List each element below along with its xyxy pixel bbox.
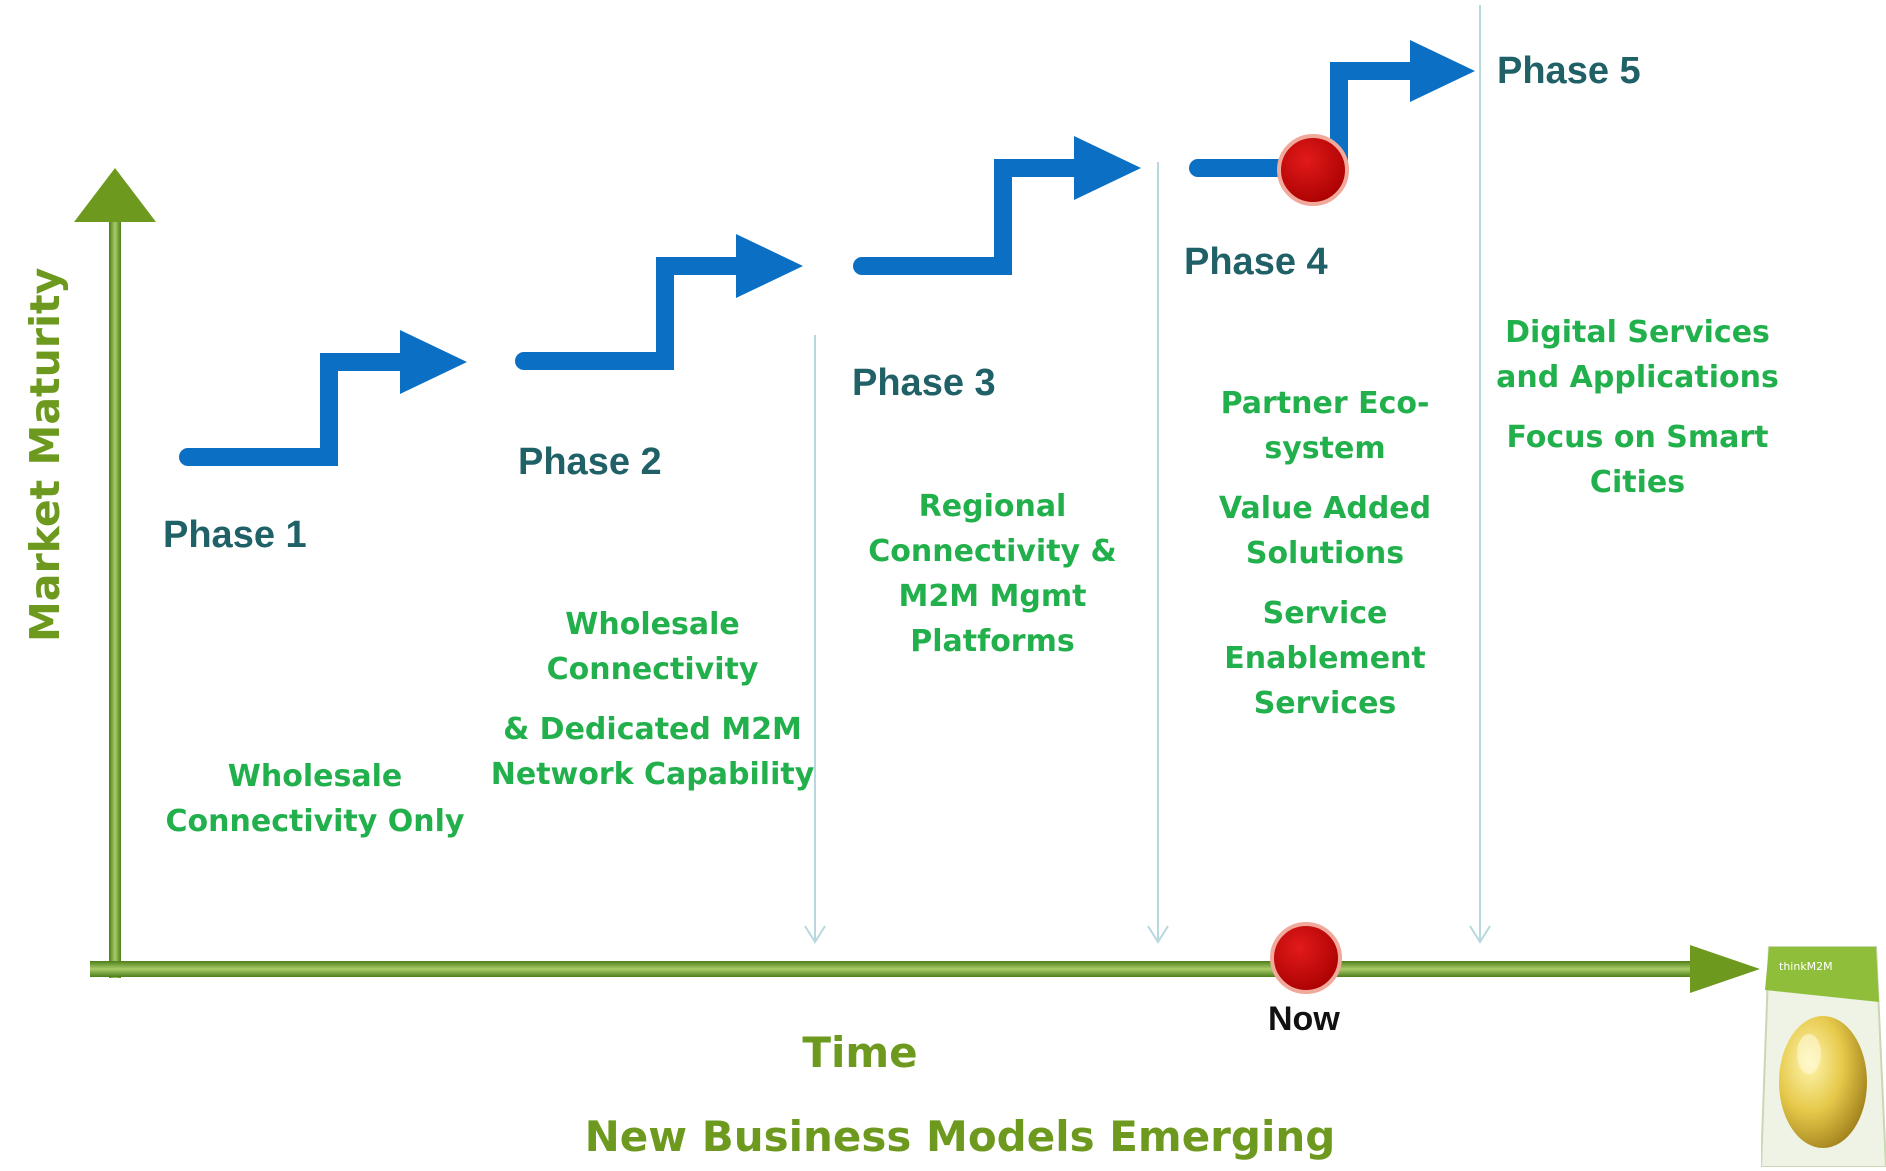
x-axis-shaft — [90, 961, 1730, 977]
now-marker-icon — [1270, 922, 1342, 994]
phase-2-description: Wholesale Connectivity & Dedicated M2M N… — [490, 602, 815, 797]
phase-dividers — [804, 5, 1491, 944]
phase-1-title: Phase 1 — [163, 514, 307, 556]
step-arrows — [179, 40, 1475, 466]
x-axis-label: Time — [802, 1028, 918, 1077]
phase-5-line-2: Focus on Smart Cities — [1506, 420, 1769, 500]
y-axis-label: Market Maturity — [21, 267, 69, 642]
phase-3-title: Phase 3 — [852, 362, 996, 404]
phase-4-line-3: Service Enablement Services — [1224, 596, 1426, 721]
now-label: Now — [1268, 1000, 1340, 1038]
step-arrow-icon — [1189, 40, 1475, 177]
now-marker-icon — [1277, 134, 1349, 206]
phase-5-line-1: Digital Services and Applications — [1496, 315, 1779, 395]
step-arrow-icon — [179, 330, 467, 466]
y-axis-shaft — [109, 210, 121, 978]
svg-text:thinkM2M: thinkM2M — [1779, 960, 1833, 973]
phase-4-line-1: Partner Eco-system — [1220, 386, 1430, 466]
now-markers — [1270, 134, 1349, 994]
y-axis-arrowhead — [74, 168, 156, 222]
phase-5-title: Phase 5 — [1497, 50, 1641, 92]
phase-5-description: Digital Services and Applications Focus … — [1490, 310, 1785, 505]
logo-icon: thinkM2M — [1759, 942, 1886, 1168]
phase-4-description: Partner Eco-system Value Added Solutions… — [1205, 381, 1445, 726]
x-axis-arrowhead — [1690, 945, 1760, 993]
divider-arrowhead-3 — [1469, 925, 1491, 944]
phase-2-line-2: & Dedicated M2M Network Capability — [490, 712, 815, 792]
step-arrow-icon — [515, 234, 803, 370]
phase-1-line-1: Wholesale Connectivity Only — [165, 759, 465, 839]
divider-arrowhead-1 — [804, 925, 826, 944]
step-arrow-icon — [853, 136, 1141, 275]
divider-arrowhead-2 — [1147, 925, 1169, 944]
phase-2-line-1: Wholesale Connectivity — [546, 607, 759, 687]
phase-4-title: Phase 4 — [1184, 241, 1328, 283]
chart-subtitle: New Business Models Emerging — [584, 1112, 1336, 1161]
phase-2-title: Phase 2 — [518, 441, 662, 483]
phase-4-line-2: Value Added Solutions — [1218, 491, 1432, 571]
phase-3-description: Regional Connectivity & M2M Mgmt Platfor… — [860, 484, 1125, 664]
phase-1-description: Wholesale Connectivity Only — [150, 754, 480, 844]
phase-3-line-1: Regional Connectivity & M2M Mgmt Platfor… — [868, 489, 1117, 659]
